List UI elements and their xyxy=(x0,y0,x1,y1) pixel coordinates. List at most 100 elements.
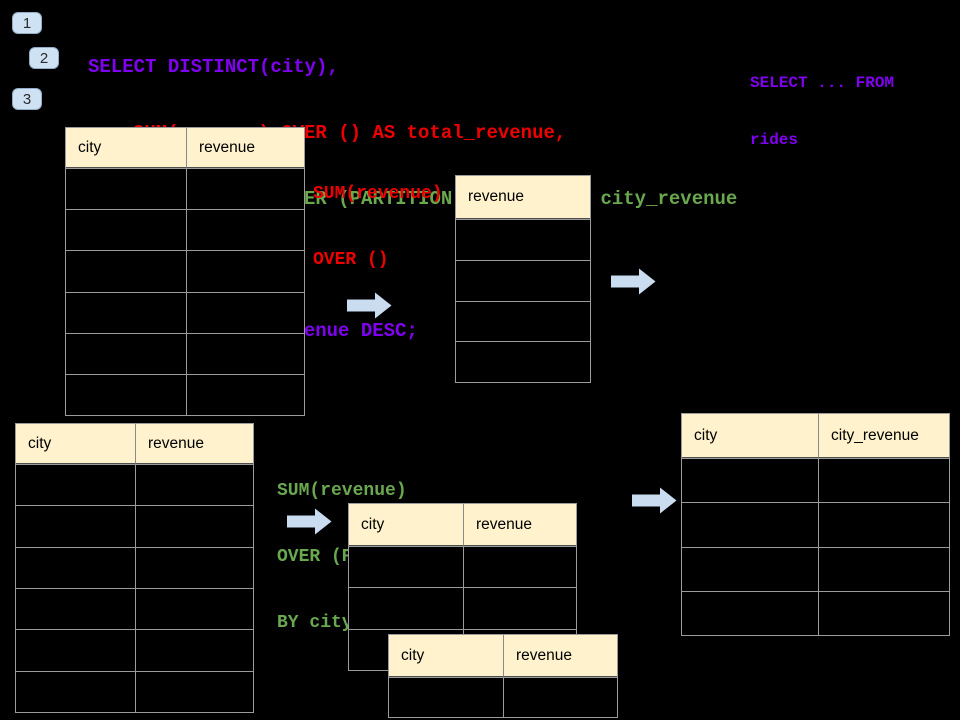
header-cell-city: city xyxy=(682,414,819,458)
table-row xyxy=(389,677,617,717)
label-line: SUM(revenue) xyxy=(277,481,407,501)
table-row xyxy=(16,629,253,671)
table-cell xyxy=(682,458,819,503)
sql-line-select: SELECT DISTINCT(city), xyxy=(88,56,339,78)
header-cell-revenue: revenue xyxy=(464,504,576,546)
table-cell xyxy=(136,587,253,629)
table-cell xyxy=(66,332,187,374)
note-line: SELECT ... FROM xyxy=(750,74,895,92)
table-header-row: city revenue xyxy=(16,424,253,464)
table-cell xyxy=(66,291,187,333)
table-cell xyxy=(464,628,576,670)
table-cell xyxy=(389,677,504,717)
source-table-bottom: city revenue xyxy=(15,423,254,713)
select-from-note: SELECT ... FROM rides xyxy=(750,36,894,169)
table-cell xyxy=(16,464,136,506)
header-cell-city: city xyxy=(16,424,136,464)
table-row xyxy=(16,505,253,547)
table-cell xyxy=(504,677,617,717)
table-cell xyxy=(136,546,253,588)
table-header-row: revenue xyxy=(456,176,590,219)
label-line: OVER () xyxy=(313,250,389,270)
table-row xyxy=(16,587,253,630)
table-row xyxy=(456,219,590,260)
table-cell xyxy=(187,209,304,250)
table-cell xyxy=(819,590,949,635)
table-cell xyxy=(819,458,949,502)
label-line: SUM(revenue) xyxy=(313,184,443,204)
table-header-row: city revenue xyxy=(349,504,576,546)
table-row xyxy=(682,502,949,547)
table-cell xyxy=(66,168,187,210)
table-cell xyxy=(349,587,464,629)
table-cell xyxy=(187,373,304,415)
header-cell-revenue: revenue xyxy=(456,176,590,219)
table-header-row: city revenue xyxy=(389,635,617,677)
header-cell-city: city xyxy=(389,635,504,677)
table-row xyxy=(682,590,949,635)
table-cell xyxy=(16,505,136,547)
city-revenue-table: city city_revenue xyxy=(681,413,950,636)
table-header-row: city city_revenue xyxy=(682,414,949,458)
flow-arrow-icon xyxy=(632,487,677,514)
table-row xyxy=(456,300,590,342)
table-cell xyxy=(16,670,136,712)
table-cell xyxy=(16,629,136,671)
header-cell-revenue: revenue xyxy=(136,424,253,464)
table-row xyxy=(349,587,576,629)
table-cell xyxy=(464,546,576,587)
table-cell xyxy=(136,505,253,546)
table-cell xyxy=(16,587,136,630)
table-cell xyxy=(66,209,187,251)
flow-arrow-icon xyxy=(287,508,332,535)
table-row xyxy=(66,168,304,210)
table-row xyxy=(16,546,253,588)
table-cell xyxy=(136,670,253,712)
table-row xyxy=(456,259,590,301)
table-row xyxy=(66,209,304,251)
partitioned-table-overlay: city revenue xyxy=(388,634,618,718)
header-cell-city-revenue: city_revenue xyxy=(819,414,949,458)
table-cell xyxy=(187,332,304,374)
source-table-top: city revenue xyxy=(65,127,305,416)
table-cell xyxy=(682,590,819,635)
table-row xyxy=(66,291,304,333)
table-cell xyxy=(456,219,590,260)
header-cell-revenue: revenue xyxy=(187,128,304,168)
table-row xyxy=(682,458,949,503)
header-cell-city: city xyxy=(349,504,464,546)
total-revenue-label: SUM(revenue) OVER () xyxy=(313,139,443,293)
step-badge-1: 1 xyxy=(12,12,42,34)
table-cell xyxy=(66,250,187,292)
table-cell xyxy=(66,373,187,416)
table-cell xyxy=(682,546,819,591)
table-cell xyxy=(136,629,253,670)
table-cell xyxy=(456,341,590,382)
header-cell-revenue: revenue xyxy=(504,635,617,677)
table-row xyxy=(682,546,949,591)
table-row xyxy=(66,332,304,374)
table-cell xyxy=(456,259,590,301)
table-cell xyxy=(819,546,949,591)
step-badge-3: 3 xyxy=(12,88,42,110)
table-row xyxy=(16,464,253,506)
table-header-row: city revenue xyxy=(66,128,304,168)
header-cell-city: city xyxy=(66,128,187,168)
note-line: rides xyxy=(750,131,799,149)
table-row xyxy=(349,546,576,588)
step-badge-2: 2 xyxy=(29,47,59,69)
table-cell xyxy=(16,546,136,588)
table-cell xyxy=(187,250,304,291)
table-row xyxy=(66,250,304,292)
table-cell xyxy=(464,587,576,628)
table-cell xyxy=(187,291,304,333)
table-row xyxy=(456,341,590,382)
table-row xyxy=(66,373,304,416)
table-cell xyxy=(349,546,464,588)
table-cell xyxy=(187,168,304,209)
table-row xyxy=(16,670,253,712)
table-cell xyxy=(136,464,253,505)
total-revenue-table: revenue xyxy=(455,175,591,383)
table-cell xyxy=(682,502,819,547)
flow-arrow-icon xyxy=(611,268,656,295)
